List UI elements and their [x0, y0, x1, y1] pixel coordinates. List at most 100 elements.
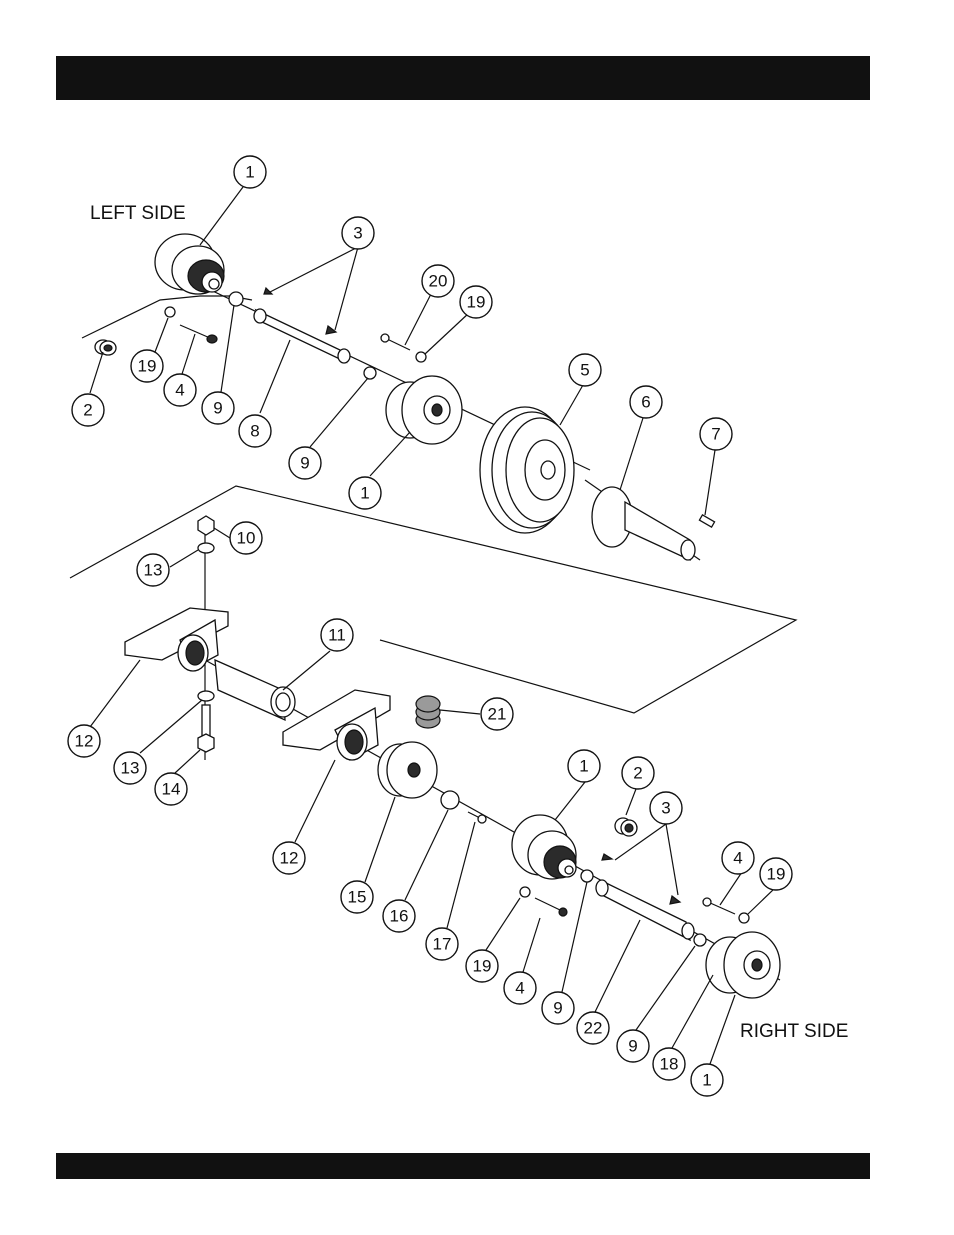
- callout-10: 10: [230, 522, 262, 554]
- svg-text:6: 6: [641, 393, 650, 412]
- callout-8: 8: [239, 415, 271, 447]
- svg-text:10: 10: [237, 529, 256, 548]
- svg-text:18: 18: [660, 1055, 679, 1074]
- svg-text:9: 9: [300, 454, 309, 473]
- washer-13-top: [198, 543, 214, 553]
- callout-2: 2: [622, 757, 654, 789]
- callout-19: 19: [760, 858, 792, 890]
- callout-17: 17: [426, 928, 458, 960]
- svg-text:1: 1: [245, 163, 254, 182]
- svg-text:4: 4: [733, 849, 742, 868]
- bolt-20: [381, 334, 410, 350]
- callout-9: 9: [289, 447, 321, 479]
- svg-text:8: 8: [250, 422, 259, 441]
- callout-5: 5: [569, 354, 601, 386]
- bolt-4-lower-left: [535, 898, 567, 916]
- pillow-block-12-right: [283, 690, 390, 760]
- callout-18: 18: [653, 1048, 685, 1080]
- washer-13-bottom: [198, 691, 214, 701]
- oring-9-lower-right: [694, 934, 706, 946]
- nut-10: [198, 516, 214, 535]
- flange-coupling-lower-right: [706, 932, 780, 998]
- bushing-lower: [615, 818, 637, 836]
- callout-1: 1: [234, 156, 266, 188]
- callout-15: 15: [341, 881, 373, 913]
- svg-text:3: 3: [661, 799, 670, 818]
- svg-text:9: 9: [553, 999, 562, 1018]
- svg-text:12: 12: [75, 732, 94, 751]
- callout-12: 12: [273, 842, 305, 874]
- bushing-upper: [95, 340, 116, 355]
- svg-text:2: 2: [633, 764, 642, 783]
- svg-text:13: 13: [144, 561, 163, 580]
- callout-4: 4: [504, 972, 536, 1004]
- svg-text:13: 13: [121, 759, 140, 778]
- callout-13: 13: [114, 752, 146, 784]
- svg-text:19: 19: [473, 957, 492, 976]
- washer-19-lower-left: [520, 887, 530, 897]
- left-side-label: LEFT SIDE: [90, 203, 186, 224]
- svg-text:16: 16: [390, 907, 409, 926]
- svg-text:5: 5: [580, 361, 589, 380]
- bolt-14: [198, 705, 214, 752]
- pulley-5: [480, 407, 574, 533]
- callout-19: 19: [466, 950, 498, 982]
- coupling-15: [378, 742, 437, 798]
- flange-coupling-lower-left: [512, 815, 576, 879]
- callout-3: 3: [650, 792, 682, 824]
- callout-12: 12: [68, 725, 100, 757]
- callout-4: 4: [722, 842, 754, 874]
- svg-text:19: 19: [138, 357, 157, 376]
- svg-text:9: 9: [213, 399, 222, 418]
- callout-21: 21: [481, 698, 513, 730]
- callout-14: 14: [155, 773, 187, 805]
- oring-9-upper-left: [229, 292, 243, 306]
- svg-text:19: 19: [767, 865, 786, 884]
- callout-9: 9: [202, 392, 234, 424]
- bolt-4-upper: [180, 325, 217, 343]
- svg-text:1: 1: [702, 1071, 711, 1090]
- assembly-frame-main: [70, 486, 796, 713]
- svg-text:1: 1: [579, 757, 588, 776]
- svg-text:4: 4: [515, 979, 524, 998]
- svg-text:7: 7: [711, 425, 720, 444]
- flange-coupling-upper-left: [155, 234, 224, 294]
- hub-shaft-6: [592, 487, 695, 560]
- svg-text:14: 14: [162, 780, 181, 799]
- bolt-4-lower-right: [703, 898, 735, 914]
- svg-text:2: 2: [83, 401, 92, 420]
- callout-22: 22: [577, 1012, 609, 1044]
- right-side-label: RIGHT SIDE: [740, 1021, 848, 1042]
- svg-text:17: 17: [433, 935, 452, 954]
- callout-1: 1: [568, 750, 600, 782]
- assembly-frame-upper: [82, 296, 252, 338]
- svg-text:19: 19: [467, 293, 486, 312]
- callout-1: 1: [349, 477, 381, 509]
- flange-coupling-upper-right: [386, 376, 462, 444]
- callout-11: 11: [321, 619, 353, 651]
- spring-21: [416, 696, 440, 728]
- washer-19-lower-right: [739, 913, 749, 923]
- oring-9-upper-mid: [364, 367, 376, 379]
- svg-text:11: 11: [328, 626, 346, 645]
- callout-6: 6: [630, 386, 662, 418]
- callout-19: 19: [131, 350, 163, 382]
- callout-16: 16: [383, 900, 415, 932]
- pillow-block-12-left: [125, 608, 228, 671]
- callout-19: 19: [460, 286, 492, 318]
- washer-19-upper: [165, 307, 175, 317]
- callout-2: 2: [72, 394, 104, 426]
- callout-7: 7: [700, 418, 732, 450]
- callout-3: 3: [342, 217, 374, 249]
- svg-text:22: 22: [584, 1019, 603, 1038]
- key-7: [699, 515, 714, 527]
- svg-text:3: 3: [353, 224, 362, 243]
- callout-9: 9: [617, 1030, 649, 1062]
- svg-text:21: 21: [488, 705, 507, 724]
- svg-text:4: 4: [175, 381, 184, 400]
- callout-1: 1: [691, 1064, 723, 1096]
- svg-text:9: 9: [628, 1037, 637, 1056]
- svg-text:15: 15: [348, 888, 367, 907]
- shaft-8: [254, 288, 350, 363]
